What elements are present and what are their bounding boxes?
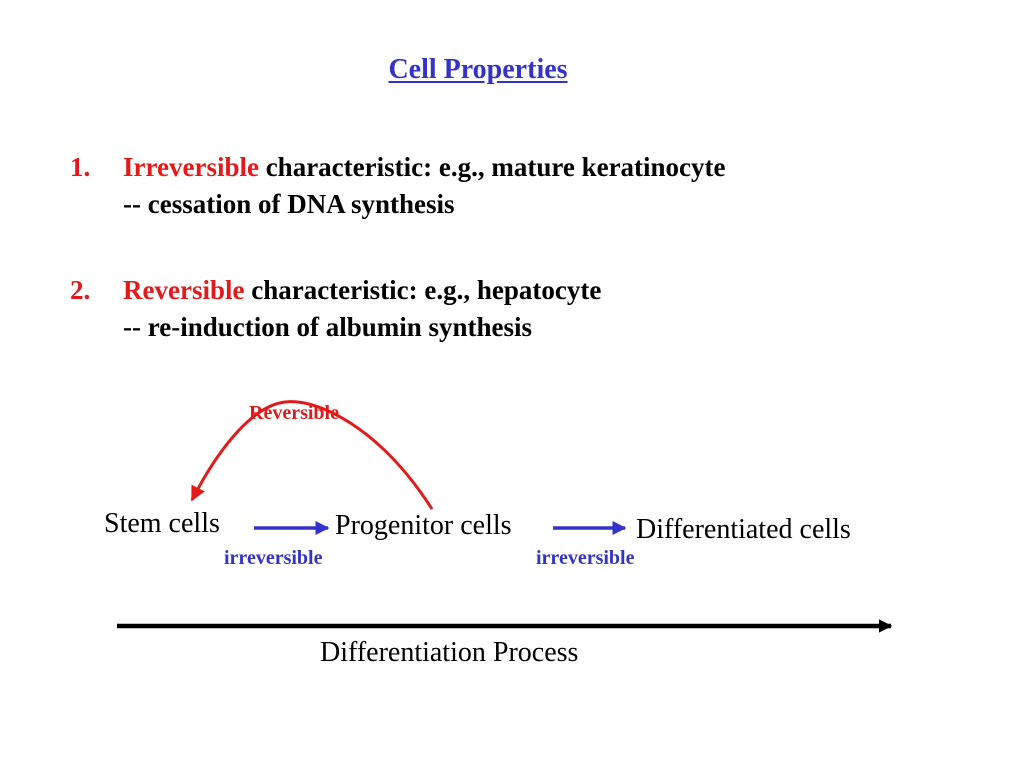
reversible-arc-arrow (190, 400, 434, 510)
slide-title: Cell Properties (388, 54, 568, 85)
irreversible-label-1: irreversible (224, 547, 323, 569)
item-detail: -- cessation of DNA synthesis (123, 189, 455, 219)
progenitor-cells-node: Progenitor cells (335, 510, 512, 541)
item-text: characteristic: e.g., hepatocyte (244, 275, 602, 305)
item-text: characteristic: e.g., mature keratinocyt… (258, 152, 726, 182)
item-number: 1. (70, 152, 91, 182)
item-number: 2. (70, 275, 91, 305)
item-keyword: Irreversible (123, 152, 259, 182)
property-item-2: 2. Reversible characteristic: e.g., hepat… (70, 275, 601, 343)
stem-cells-node: Stem cells (104, 508, 220, 539)
property-item-1: 1. Irreversible characteristic: e.g., mat… (70, 152, 726, 220)
differentiation-process-label: Differentiation Process (320, 637, 579, 668)
differentiated-cells-node: Differentiated cells (636, 514, 851, 545)
reversible-label: Reversible (249, 402, 339, 424)
item-keyword: Reversible (123, 275, 245, 305)
irreversible-label-2: irreversible (536, 547, 635, 569)
item-detail: -- re-induction of albumin synthesis (123, 312, 533, 342)
